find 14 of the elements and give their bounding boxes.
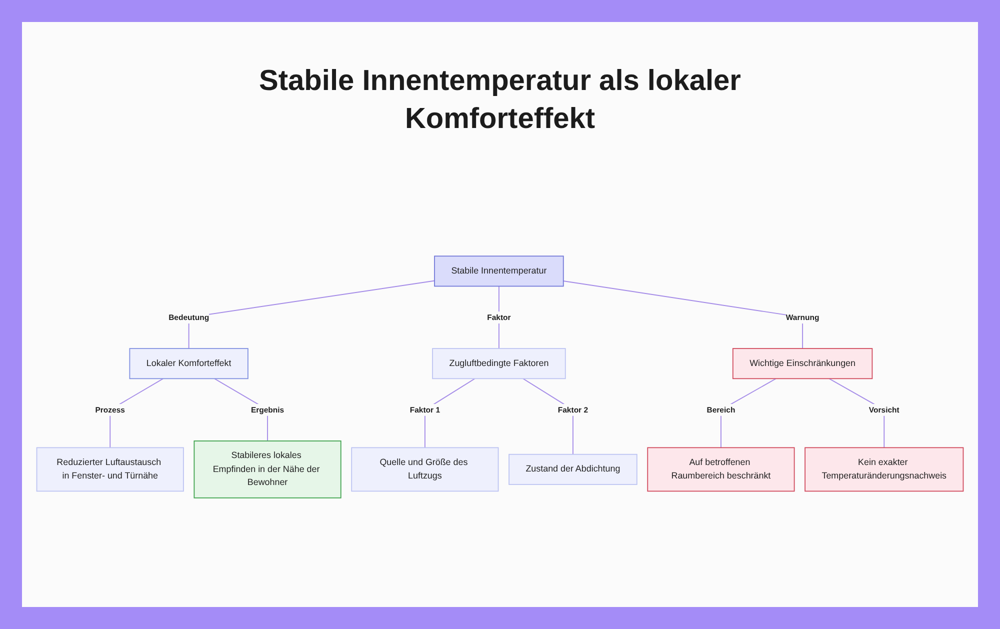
node-box: Stabileres lokales Empfinden in der Nähe der Bewohner: [194, 440, 342, 498]
connector: [498, 286, 500, 349]
node-box: Zugluftbedingte Faktoren: [432, 348, 566, 380]
node-box: Stabile Innentemperatur: [434, 256, 564, 287]
node-box: Lokaler Komforteffekt: [129, 348, 248, 380]
node-box: Quelle und Größe des Luftzugs: [351, 447, 499, 492]
node-box: Reduzierter Luftaustausch in Fenster- und Türnähe: [36, 447, 184, 492]
node-box: Wichtige Einschränkungen: [732, 348, 873, 380]
connector: [562, 280, 804, 349]
diagram-title: Stabile Innentemperatur als lokaler Komforteffekt: [258, 64, 742, 137]
connector: [188, 280, 435, 349]
node-box: Kein exakter Temperaturänderungsnachweis: [804, 447, 964, 492]
node-box: Auf betroffenen Raumbereich beschränkt: [647, 447, 795, 492]
node-box: Zustand der Abdichtung: [508, 454, 638, 485]
